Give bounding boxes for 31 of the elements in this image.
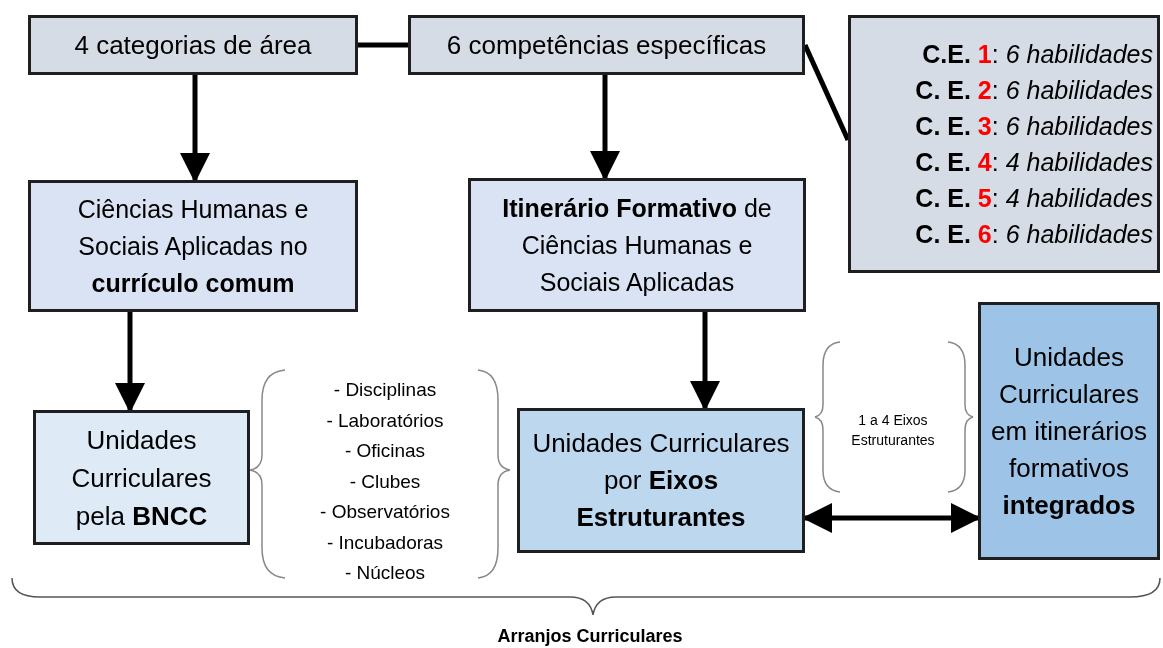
process-box [33,410,250,545]
box-text: 6 competências específicas [446,28,767,62]
list-item: - Laboratórios [325,408,445,433]
box-text: C.E. 1: 6 habilidades [922,39,1153,70]
box-text: C. E. 2: 6 habilidades [915,75,1153,106]
list-item: - Incubadoras [325,530,445,555]
box-text: Unidades Curriculares em itinerários formativos integrados [989,340,1149,522]
box-text: 4 categorias de área [74,28,312,62]
process-box [408,15,805,75]
process-box [848,15,1160,273]
box-text: Unidades Curriculares por Eixos Estruturantes [531,427,791,534]
box-text: C. E. 3: 6 habilidades [915,111,1153,142]
box-text: Unidades Curriculares pela BNCC [70,423,213,533]
list-item: - Observatórios [319,500,451,524]
process-box [517,408,805,553]
process-box [978,302,1160,560]
note-text: 1 a 4 Eixos Estruturantes [850,411,936,450]
list-item: - Disciplinas [332,378,438,402]
list-item: - Clubes [348,469,422,494]
list-item: - Oficinas [343,439,427,463]
box-text: C. E. 4: 4 habilidades [915,147,1153,178]
box-text: C. E. 5: 4 habilidades [915,183,1153,214]
process-box [28,180,358,312]
brace-label: Arranjos Curriculares [496,625,684,648]
box-text: Ciências Humanas e Sociais Aplicadas no currículo comum [76,193,310,299]
list-item: - Núcleos [343,561,427,585]
box-text: C. E. 6: 6 habilidades [915,219,1153,250]
process-box [468,178,806,312]
connector-line [358,42,408,48]
process-box [28,15,358,75]
box-text: Itinerário Formativo de Ciências Humanas e Sociais Aplicadas [501,192,773,298]
